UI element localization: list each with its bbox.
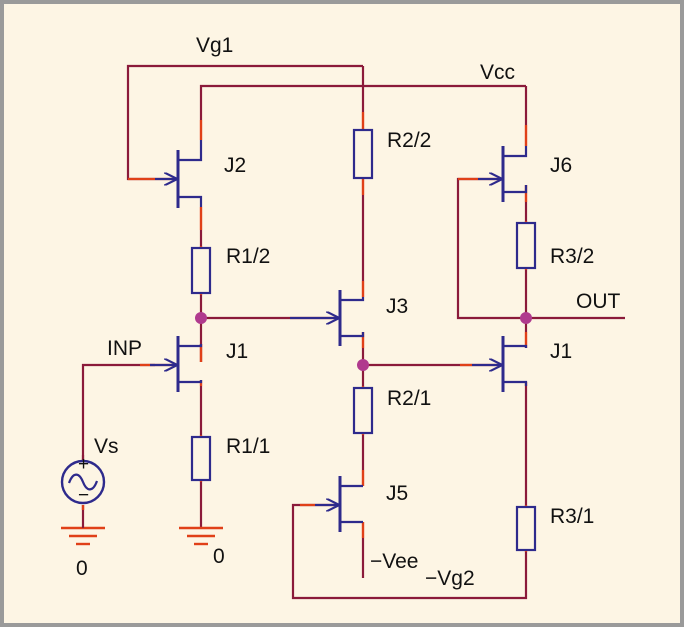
resistor-r1-2 xyxy=(190,246,212,295)
wire-inp xyxy=(81,363,155,460)
wire-vcc-net xyxy=(199,84,526,120)
label-gnd-left: 0 xyxy=(76,557,88,580)
resistor-r2-2 xyxy=(352,128,374,180)
jfet-j5 xyxy=(300,476,363,532)
label-gnd-right: 0 xyxy=(213,545,225,568)
label-vee: −Vee xyxy=(370,550,418,573)
resistors xyxy=(190,128,537,552)
junction-j3-r21 xyxy=(357,359,369,371)
label-j3: J3 xyxy=(386,295,408,318)
vs-plus-sign: + xyxy=(78,454,89,475)
junction-dots xyxy=(195,312,532,371)
jfet-symbols xyxy=(128,140,528,532)
label-j1-right: J1 xyxy=(550,340,572,363)
label-vg1: Vg1 xyxy=(196,34,233,57)
label-r1-1: R1/1 xyxy=(226,435,270,458)
label-r2-2: R2/2 xyxy=(387,129,431,152)
jfet-j3 xyxy=(290,290,365,346)
label-r3-1: R3/1 xyxy=(550,505,594,528)
label-j1-left: J1 xyxy=(226,340,248,363)
vs-minus-sign: − xyxy=(78,485,89,506)
label-j6: J6 xyxy=(550,154,572,177)
jfet-j2 xyxy=(128,140,203,208)
label-j2: J2 xyxy=(224,154,246,177)
label-vs: Vs xyxy=(94,435,119,458)
wire-j6-gate-loop xyxy=(456,177,526,320)
resistor-r3-2 xyxy=(515,221,537,270)
jfet-j6 xyxy=(458,146,528,202)
label-vcc: Vcc xyxy=(480,61,515,84)
ground-symbol-right xyxy=(179,526,223,546)
label-out: OUT xyxy=(576,290,621,313)
label-r2-1: R2/1 xyxy=(387,387,431,410)
resistor-r3-1 xyxy=(515,505,537,552)
junction-out xyxy=(520,312,532,324)
label-r1-2: R1/2 xyxy=(226,245,270,268)
jfet-j1-left xyxy=(140,336,203,392)
junction-j1-r12 xyxy=(195,312,207,324)
label-j5: J5 xyxy=(386,482,408,505)
label-r3-2: R3/2 xyxy=(550,245,594,268)
label-inp: INP xyxy=(107,337,142,360)
jfet-j1-right xyxy=(460,336,528,392)
resistor-r1-1 xyxy=(190,435,212,482)
resistor-r2-1 xyxy=(352,386,374,435)
label-vg2: −Vg2 xyxy=(425,567,475,590)
voltage-source-vs xyxy=(60,455,106,510)
ground-symbol-left xyxy=(61,520,105,546)
